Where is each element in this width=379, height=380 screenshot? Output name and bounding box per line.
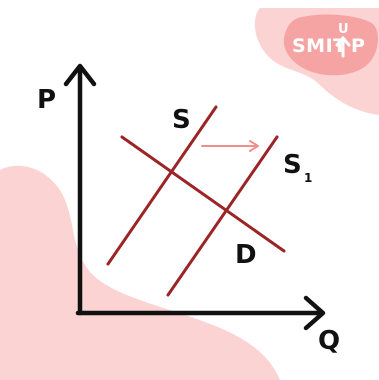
logo-text-left: SMIT xyxy=(292,35,347,57)
supply-label: S xyxy=(172,105,191,135)
bottom-left-blob xyxy=(0,165,280,380)
logo-text-right: P xyxy=(351,35,365,57)
demand-label: D xyxy=(235,240,257,270)
shifted-supply-subscript: 1 xyxy=(304,171,312,185)
axes xyxy=(63,63,326,331)
supply-curve xyxy=(106,105,218,266)
shifted-supply-curve xyxy=(166,135,279,297)
demand-curve xyxy=(120,135,286,253)
y-axis-label: P xyxy=(37,85,56,115)
shifted-supply-label: S xyxy=(283,150,302,180)
y-axis-arrowhead xyxy=(63,63,97,87)
x-axis-arrowhead xyxy=(303,295,326,331)
shift-arrow xyxy=(201,140,259,152)
shift-arrowhead xyxy=(249,140,259,152)
logo-badge xyxy=(283,14,379,76)
logo-text-top: U xyxy=(338,22,349,37)
x-axis-label: Q xyxy=(318,326,340,356)
logo-up-arrow-icon xyxy=(335,35,351,58)
